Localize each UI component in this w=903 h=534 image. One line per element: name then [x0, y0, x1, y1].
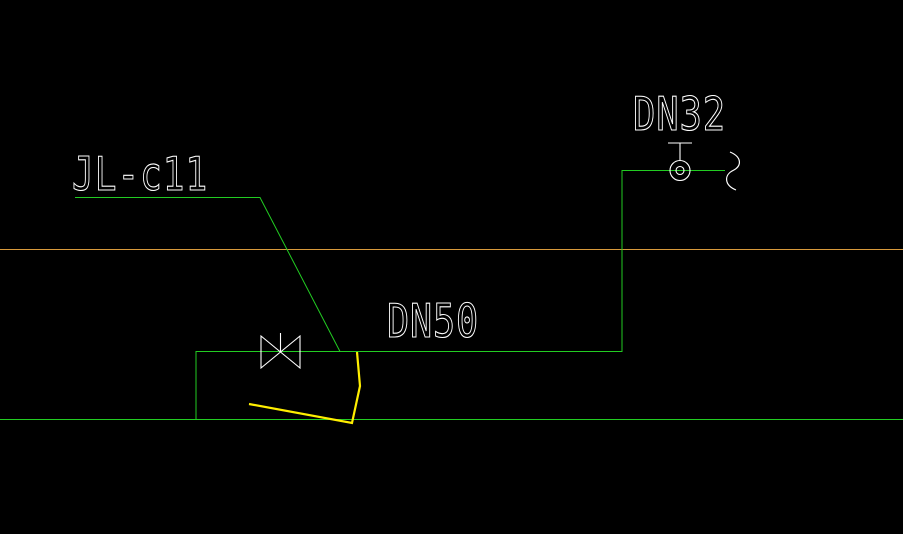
- gate-valve-icon: [260, 333, 301, 370]
- branch-pipe-label: DN32: [633, 87, 726, 141]
- pipe-break-icon: [726, 151, 740, 191]
- water-meter-icon: [668, 142, 692, 182]
- main-pipe-dn50: [195, 170, 725, 420]
- main-pipe-label: DN50: [387, 294, 479, 348]
- riser-label: JL-c11: [72, 147, 208, 201]
- riser-leader-line: [75, 197, 341, 352]
- highlight-segment: [248, 351, 362, 425]
